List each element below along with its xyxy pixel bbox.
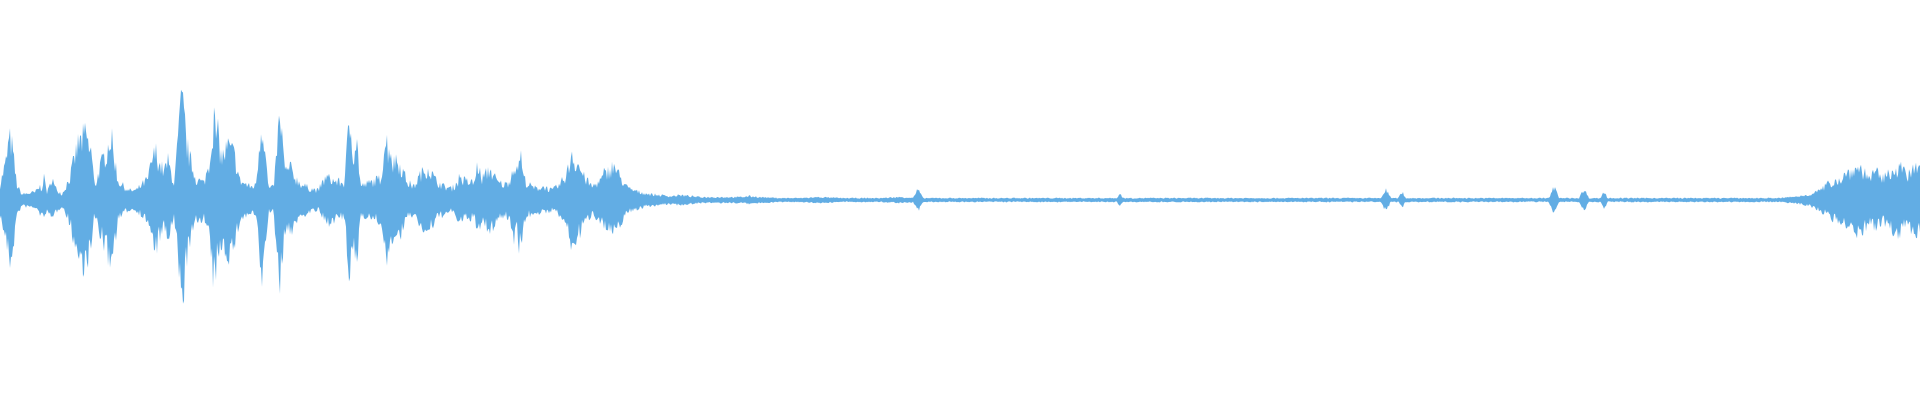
- waveform-shape: [0, 89, 1920, 304]
